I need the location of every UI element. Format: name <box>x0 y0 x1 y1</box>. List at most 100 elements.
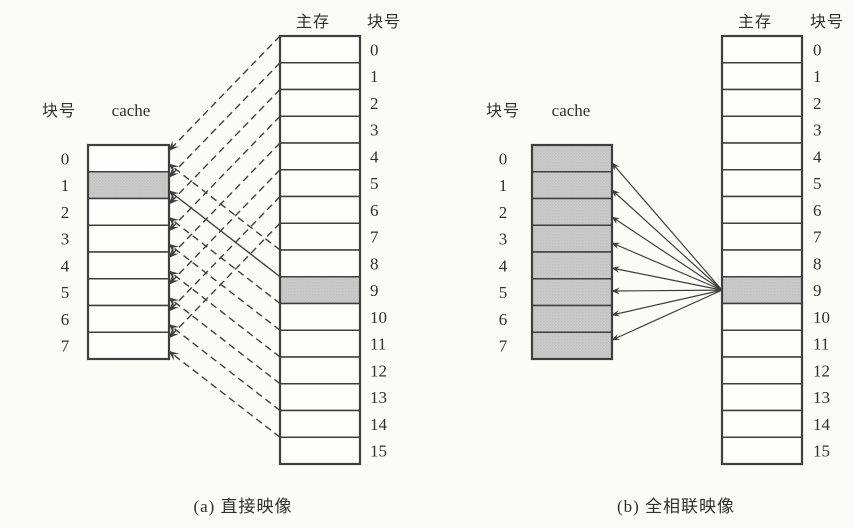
cache-block <box>531 278 613 307</box>
memory-column-outline <box>720 34 804 466</box>
cache-block <box>531 224 613 253</box>
memory-block-number: 8 <box>813 254 822 273</box>
memory-block <box>279 249 361 278</box>
memory-block-number: 12 <box>813 361 830 380</box>
memory-block <box>279 302 361 331</box>
mapping-line-dashed <box>168 297 281 385</box>
mapping-line-dashed <box>168 89 281 205</box>
memory-block <box>721 409 803 438</box>
memory-block-number: 0 <box>813 40 822 59</box>
memory-block <box>279 62 361 91</box>
mapping-line-solid <box>611 266 723 291</box>
cache-block-number: 4 <box>499 256 508 275</box>
mapping-line-solid <box>611 289 723 341</box>
cache-block <box>87 304 170 333</box>
cache-title: cache <box>552 101 591 120</box>
memory-block-number: 4 <box>370 147 379 166</box>
memory-index-label: 块号 <box>367 13 401 31</box>
memory-block-number: 1 <box>370 67 379 86</box>
memory-block <box>721 436 803 465</box>
memory-block-number: 2 <box>370 94 379 113</box>
mapping-line-dashed <box>168 270 281 358</box>
memory-block <box>721 356 803 385</box>
memory-block <box>279 329 361 358</box>
cache-block <box>87 197 170 226</box>
mapping-line-dashed <box>168 115 281 232</box>
mapping-line-dashed <box>168 243 281 331</box>
cache-block-number: 7 <box>499 337 508 356</box>
cache-block <box>531 144 613 173</box>
cache-block <box>87 144 170 173</box>
memory-block-number: 1 <box>813 67 822 86</box>
memory-block-number: 6 <box>813 201 822 220</box>
memory-block-number: 7 <box>370 228 379 247</box>
memory-block-number: 6 <box>370 201 379 220</box>
cache-block-number: 6 <box>61 310 70 329</box>
memory-block <box>279 383 361 412</box>
memory-block <box>721 276 803 305</box>
memory-block <box>721 222 803 251</box>
mapping-line-solid <box>611 242 723 291</box>
memory-block-number: 15 <box>813 442 830 461</box>
cache-block-number: 2 <box>499 203 508 222</box>
mapping-line-dashed <box>168 35 281 152</box>
memory-index-label: 块号 <box>810 13 844 31</box>
cache-block <box>531 171 613 200</box>
memory-block <box>279 222 361 251</box>
memory-block-number: 14 <box>370 415 388 434</box>
mapping-line-solid <box>611 162 723 291</box>
memory-block-number: 15 <box>370 442 387 461</box>
memory-block-number: 12 <box>370 361 387 380</box>
cache-block-number: 3 <box>61 230 70 249</box>
memory-block <box>721 115 803 144</box>
memory-block <box>279 142 361 171</box>
memory-block <box>279 436 361 465</box>
cache-index-label: 块号 <box>486 102 520 120</box>
memory-block-number: 8 <box>370 254 379 273</box>
mapping-line-solid <box>611 289 723 317</box>
memory-block-number: 10 <box>370 308 387 327</box>
memory-block-number: 3 <box>813 121 822 140</box>
memory-block <box>721 88 803 117</box>
memory-block-number: 5 <box>813 174 822 193</box>
memory-block <box>721 195 803 224</box>
memory-block <box>721 302 803 331</box>
cache-block <box>531 304 613 333</box>
cache-block <box>531 251 613 280</box>
memory-block-number: 5 <box>370 174 379 193</box>
memory-block <box>721 35 803 64</box>
cache-block <box>87 278 170 307</box>
memory-block <box>279 409 361 438</box>
memory-block-number: 13 <box>813 388 830 407</box>
memory-block <box>279 276 361 305</box>
memory-title: 主存 <box>738 13 772 31</box>
cache-block-number: 5 <box>499 283 508 302</box>
memory-block-number: 3 <box>370 121 379 140</box>
memory-block <box>721 329 803 358</box>
mapping-lines-layer <box>168 35 723 438</box>
cache-block-number: 1 <box>61 176 70 195</box>
memory-block-number: 2 <box>813 94 822 113</box>
mapping-line-solid <box>611 287 723 295</box>
memory-block-number: 7 <box>813 228 822 247</box>
cache-block-number: 7 <box>61 337 70 356</box>
mapping-line-dashed <box>168 62 281 178</box>
cache-index-label: 块号 <box>42 102 76 120</box>
memory-block-number: 10 <box>813 308 830 327</box>
cache-title: cache <box>112 101 151 120</box>
mapping-line-dashed <box>168 163 281 251</box>
memory-block <box>721 142 803 171</box>
cache-block-number: 1 <box>499 176 508 195</box>
memory-block <box>279 356 361 385</box>
cache-block-number: 3 <box>499 230 508 249</box>
memory-block-number: 11 <box>813 335 829 354</box>
cache-block-number: 5 <box>61 283 70 302</box>
memory-block-number: 9 <box>813 281 822 300</box>
memory-block <box>721 249 803 278</box>
memory-block <box>279 115 361 144</box>
cache-block-number: 0 <box>499 149 508 168</box>
mapping-line-solid <box>611 216 723 291</box>
